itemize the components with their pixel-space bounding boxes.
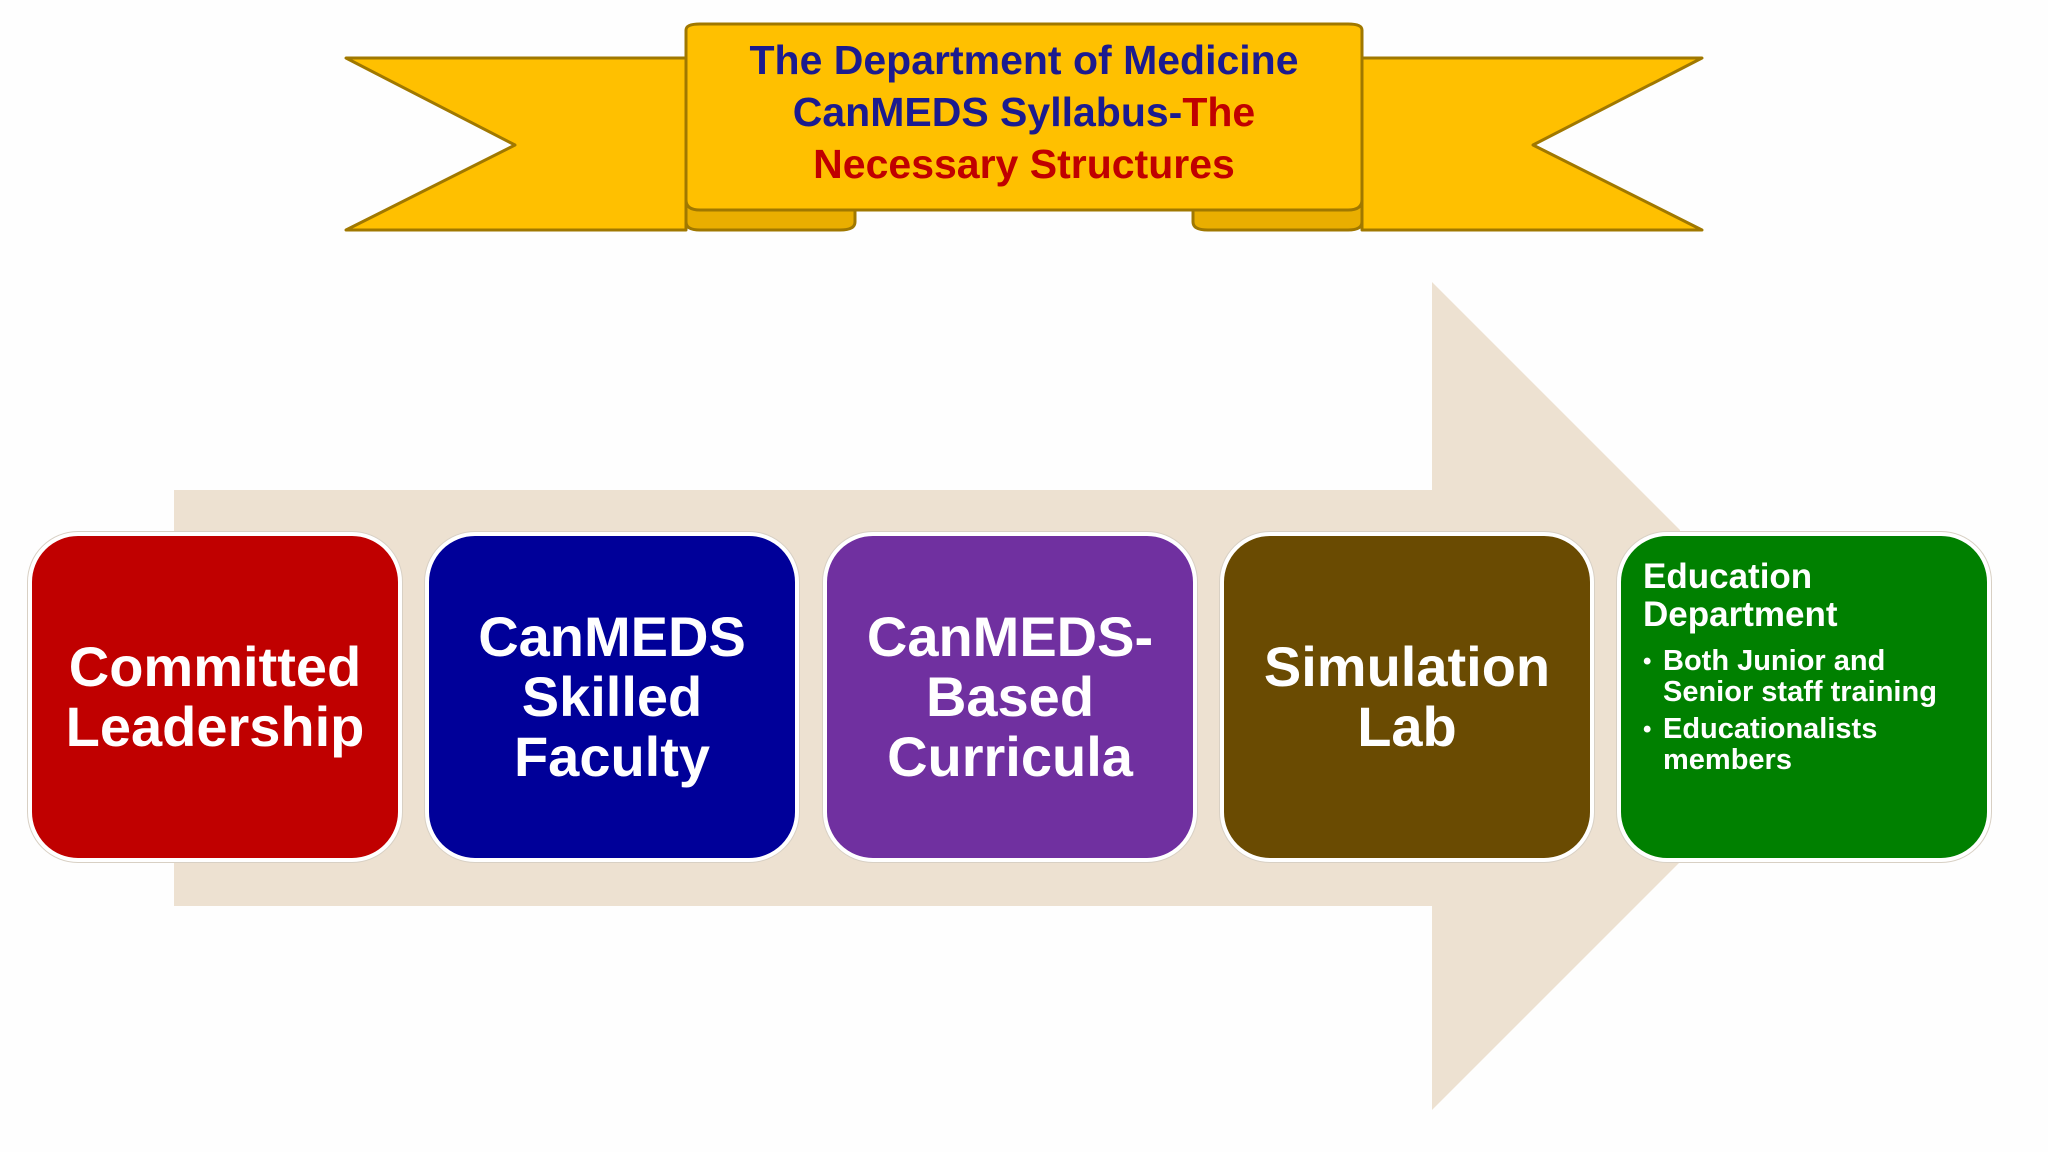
banner-title: The Department of Medicine CanMEDS Sylla… <box>686 34 1362 190</box>
step-title-line: Department <box>1643 595 1838 634</box>
step-label-line: Based <box>925 665 1095 728</box>
banner-left-tail <box>344 56 688 232</box>
step-simulation-lab: Simulation Lab <box>1220 532 1594 862</box>
banner-line-2-prefix: CanMEDS Syllabus- <box>792 89 1183 135</box>
banner-line-2: CanMEDS Syllabus-The <box>686 86 1362 138</box>
step-canmeds-based-curricula: CanMEDS- Based Curricula <box>823 532 1197 862</box>
step-title: Education Department <box>1643 558 1969 634</box>
banner-line-3: Necessary Structures <box>813 141 1235 187</box>
step-label: Committed Leadership <box>66 637 365 757</box>
banner-center <box>684 22 1364 212</box>
step-label-line: Skilled <box>521 665 703 728</box>
step-education-department: Education Department Both Junior and Sen… <box>1617 532 1991 862</box>
step-label: Simulation Lab <box>1264 637 1550 757</box>
bullet-line: Senior staff training <box>1663 676 1937 708</box>
bullet-item: Both Junior and Senior staff training <box>1643 646 1969 708</box>
step-label-line: Lab <box>1357 695 1457 758</box>
bullet-line: Educationalists <box>1663 713 1878 745</box>
step-committed-leadership: Committed Leadership <box>28 532 402 862</box>
step-label: CanMEDS- Based Curricula <box>867 607 1153 787</box>
step-label: CanMEDS Skilled Faculty <box>478 607 746 787</box>
step-label-line: Curricula <box>887 725 1133 788</box>
step-label-line: Simulation <box>1263 635 1551 698</box>
bullet-line: Both Junior and <box>1663 645 1886 677</box>
step-canmeds-skilled-faculty: CanMEDS Skilled Faculty <box>425 532 799 862</box>
step-label-line: CanMEDS <box>478 605 746 668</box>
bullet-item: Educationalists members <box>1643 714 1969 776</box>
step-label-line: Leadership <box>65 695 365 758</box>
step-label-line: Committed <box>68 635 362 698</box>
bullet-list: Both Junior and Senior staff training Ed… <box>1643 646 1969 776</box>
banner-line-2-highlight: The <box>1182 89 1256 135</box>
bullet-line: members <box>1663 744 1792 776</box>
step-title-line: Education <box>1643 557 1813 596</box>
banner-right-tail <box>1360 56 1704 232</box>
step-label-line: Faculty <box>513 725 711 788</box>
banner-line-1: The Department of Medicine <box>749 37 1299 83</box>
step-label-line: CanMEDS- <box>866 605 1154 668</box>
